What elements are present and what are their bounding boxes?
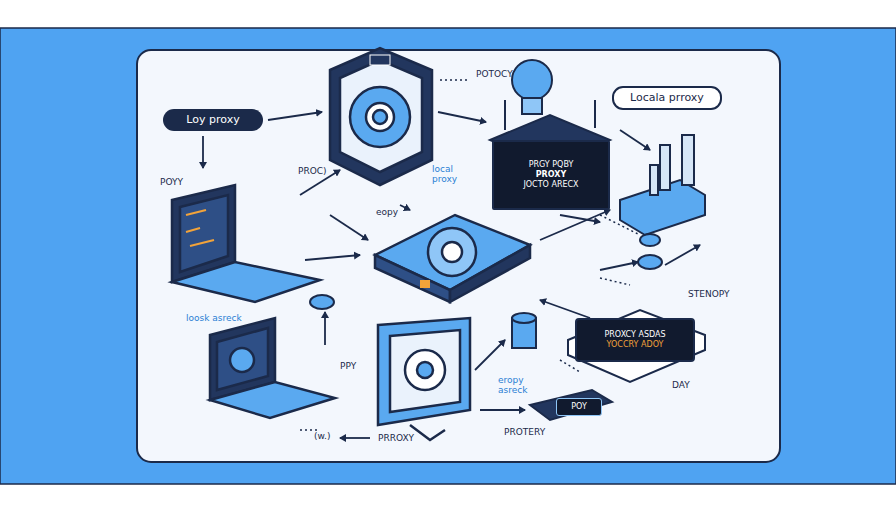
node-text: PROXCY ASDAS [604, 330, 665, 340]
node-text: POY [571, 402, 587, 412]
diagram-label: eopy [376, 208, 398, 218]
diagram-label: POYY [160, 178, 183, 188]
node-text: JOCTO ARECX [523, 180, 578, 190]
node-text: PRGY PQBY [529, 160, 574, 170]
node-text: Locala prroxy [630, 91, 704, 105]
proxy-server-box: PRGY PQBYPROXYJOCTO ARECX [492, 140, 610, 210]
diagram-label: local proxy [432, 165, 480, 185]
proxy-pill: Loy proxy [163, 109, 263, 131]
diagram-label: PPY [340, 362, 356, 372]
diagram-label: PROTERY [504, 428, 545, 438]
diagram-label: eropy asreck [498, 376, 546, 396]
diagram-label: loosk asreck [186, 314, 242, 324]
node-text: PROXY [536, 170, 567, 180]
diagram-label: DAY [672, 381, 690, 391]
proxy-book: PROXCY ASDASYOCCRY ADOY [575, 318, 695, 362]
node-text: Loy proxy [186, 113, 239, 127]
proxy-pill: Locala prroxy [612, 86, 722, 110]
diagram-label: STENOPY [688, 290, 729, 300]
diagram-label: PRROXY [378, 434, 414, 444]
diagram-label: PROC) [298, 167, 327, 177]
diagram-label: POTOCY [476, 70, 513, 80]
diagram-label: (w.) [314, 432, 330, 442]
node-text: YOCCRY ADOY [607, 340, 664, 350]
phone-screen: POY [556, 398, 602, 416]
